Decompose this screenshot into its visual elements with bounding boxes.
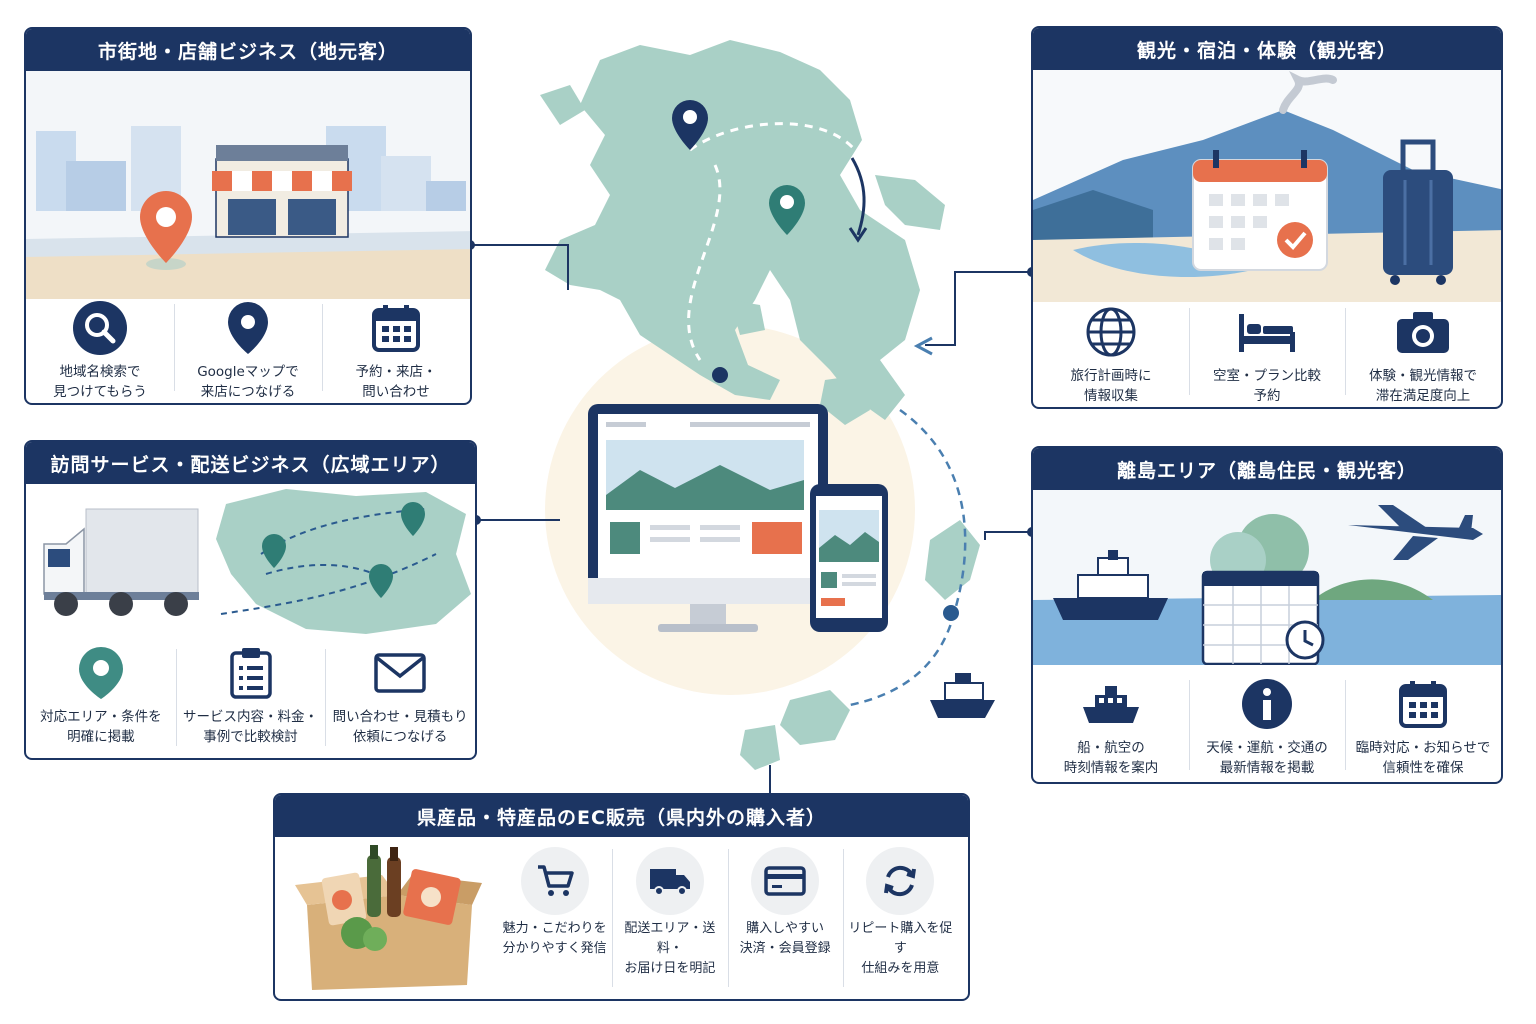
feature-item: 予約・来店・ 問い合わせ	[322, 288, 470, 403]
feature-item: 旅行計画時に 情報収集	[1033, 292, 1189, 407]
panel-local-business: 市街地・店舗ビジネス（地元客）	[24, 27, 472, 405]
ship-icon	[1081, 674, 1141, 734]
island-ferry-illustration	[1033, 490, 1501, 665]
calendar-icon	[366, 298, 426, 358]
mail-icon	[370, 643, 430, 703]
suitcase-icon	[1383, 139, 1453, 285]
ferry-icon	[1053, 550, 1168, 620]
location-pin-icon	[71, 643, 131, 703]
feature-caption: 臨時対応・お知らせで 信頼性を確保	[1355, 740, 1491, 776]
smartphone	[810, 484, 888, 632]
feature-caption: Googleマップで 来店につなげる	[197, 364, 299, 400]
feature-caption: 地域名検索で 見つけてもらう	[53, 364, 147, 400]
feature-item: Googleマップで 来店につなげる	[174, 288, 322, 403]
feature-caption: リピート購入を促す 仕組みを用意	[848, 921, 953, 976]
feature-item: 魅力・こだわりを 分かりやすく発信	[497, 833, 612, 999]
ferry-icon	[930, 673, 995, 718]
product-box-illustration	[295, 845, 482, 990]
panel-title: 訪問サービス・配送ビジネス（広域エリア）	[26, 442, 475, 484]
feature-caption: 対応エリア・条件を 明確に掲載	[40, 709, 162, 745]
feature-list: 地域名検索で 見つけてもらう Googleマップで 来店につなげる 予約・来店・…	[26, 288, 470, 403]
feature-caption: 体験・観光情報で 滞在満足度向上	[1369, 368, 1477, 404]
feature-item: リピート購入を促す 仕組みを用意	[842, 833, 958, 999]
feature-list: 船・航空の 時刻情報を案内 天候・運航・交通の 最新情報を掲載 臨時対応・お知ら…	[1033, 664, 1501, 782]
kagoshima-map	[540, 40, 980, 770]
panel-island: 離島エリア（離島住民・観光客）	[1031, 446, 1503, 784]
refresh-icon	[866, 847, 935, 915]
feature-list: 魅力・こだわりを 分かりやすく発信 配送エリア・送料・ お届け日を明記 購入しや…	[497, 833, 958, 999]
feature-caption: 購入しやすい 決済・会員登録	[739, 921, 831, 956]
panel-visit-delivery: 訪問サービス・配送ビジネス（広域エリア） 対応エリア・条件を 明確に掲載	[24, 440, 477, 760]
feature-item: 空室・プラン比較 予約	[1189, 292, 1345, 407]
clipboard-icon	[221, 643, 281, 703]
cart-icon	[520, 847, 589, 915]
desktop-monitor	[588, 404, 828, 632]
feature-item: 購入しやすい 決済・会員登録	[727, 833, 843, 999]
feature-item: 体験・観光情報で 滞在満足度向上	[1345, 292, 1501, 407]
city-storefront-illustration	[26, 71, 470, 299]
feature-list: 旅行計画時に 情報収集 空室・プラン比較 予約 体験・観光情報で 滞在満足度向上	[1033, 292, 1501, 407]
feature-item: 船・航空の 時刻情報を案内	[1033, 664, 1189, 782]
feature-caption: 配送エリア・送料・ お届け日を明記	[624, 921, 716, 976]
panel-ec-sales: 県産品・特産品のEC販売（県内外の購入者） 魅力・こだわりを 分かりやすく発信 …	[273, 793, 970, 1001]
feature-caption: 魅力・こだわりを 分かりやすく発信	[502, 921, 607, 956]
truck-map-illustration	[26, 484, 475, 636]
panel-tourism: 観光・宿泊・体験（観光客） 旅行	[1031, 26, 1503, 409]
map-pin-icon	[769, 185, 805, 235]
feature-caption: サービス内容・料金・ 事例で比較検討	[183, 709, 318, 745]
panel-title: 観光・宿泊・体験（観光客）	[1033, 28, 1501, 70]
bed-icon	[1237, 302, 1297, 362]
feature-caption: 旅行計画時に 情報収集	[1070, 368, 1152, 404]
feature-list: 対応エリア・条件を 明確に掲載 サービス内容・料金・ 事例で比較検討 問い合わせ…	[26, 633, 475, 758]
feature-caption: 天候・運航・交通の 最新情報を掲載	[1206, 740, 1328, 776]
truck-icon	[43, 508, 199, 616]
schedule-icon	[1201, 570, 1325, 665]
panel-title: 市街地・店舗ビジネス（地元客）	[26, 29, 470, 71]
calendar-icon	[1393, 674, 1453, 734]
feature-item: 地域名検索で 見つけてもらう	[26, 288, 174, 403]
map-pin-icon	[672, 100, 708, 150]
feature-item: 対応エリア・条件を 明確に掲載	[26, 633, 176, 758]
store-awning	[212, 171, 352, 191]
feature-item: 配送エリア・送料・ お届け日を明記	[612, 833, 727, 999]
info-icon	[1237, 674, 1297, 734]
airplane-icon	[1348, 505, 1483, 560]
calendar-icon	[1192, 150, 1328, 271]
feature-caption: 予約・来店・ 問い合わせ	[355, 364, 437, 400]
location-pin-icon	[140, 191, 192, 270]
feature-caption: 空室・プラン比較 予約	[1213, 368, 1321, 404]
feature-item: 臨時対応・お知らせで 信頼性を確保	[1345, 664, 1501, 782]
camera-icon	[1393, 302, 1453, 362]
feature-caption: 船・航空の 時刻情報を案内	[1063, 740, 1159, 776]
feature-caption: 問い合わせ・見積もり 依頼につなげる	[332, 709, 468, 745]
volcano-travel-illustration	[1033, 70, 1501, 302]
panel-title: 県産品・特産品のEC販売（県内外の購入者）	[275, 795, 968, 837]
search-icon	[70, 298, 130, 358]
feature-item: 天候・運航・交通の 最新情報を掲載	[1189, 664, 1345, 782]
feature-item: サービス内容・料金・ 事例で比較検討	[175, 633, 326, 758]
feature-item: 問い合わせ・見積もり 依頼につなげる	[325, 633, 475, 758]
globe-icon	[1081, 302, 1141, 362]
truck-icon	[635, 847, 704, 915]
panel-title: 離島エリア（離島住民・観光客）	[1033, 448, 1501, 490]
credit-card-icon	[751, 847, 820, 915]
location-pin-icon	[218, 298, 278, 358]
